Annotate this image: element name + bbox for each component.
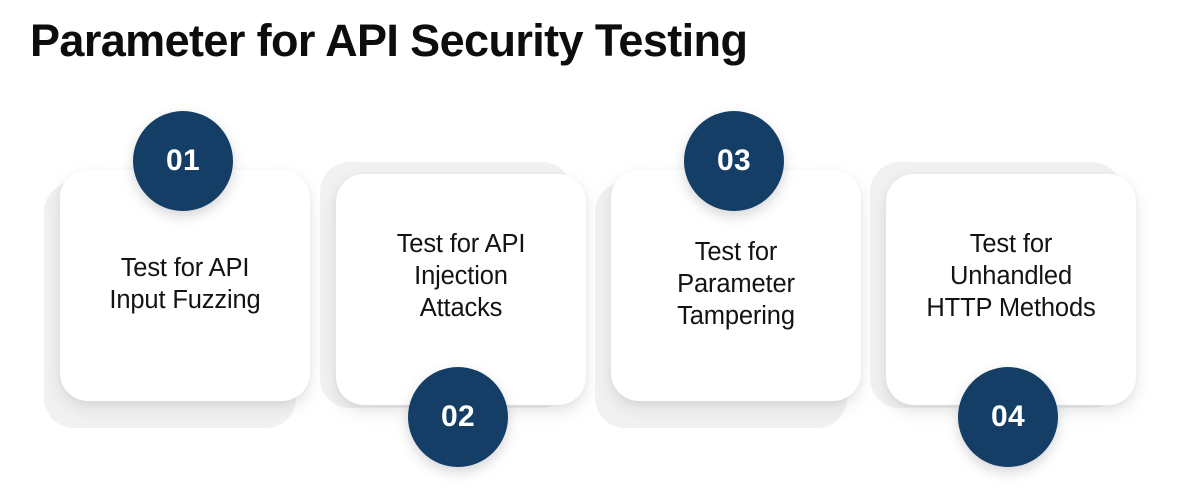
step-number-badge[interactable]: 03	[684, 111, 784, 211]
step-label: Test for Parameter Tampering	[677, 237, 795, 330]
step-number-badge[interactable]: 02	[408, 367, 508, 467]
card-face[interactable]: Test for API Injection Attacks	[336, 174, 586, 405]
card-face[interactable]: Test for Unhandled HTTP Methods	[886, 174, 1136, 405]
step-label: Test for Unhandled HTTP Methods	[926, 229, 1096, 322]
step-label: Test for API Injection Attacks	[396, 229, 526, 322]
step-card-04[interactable]: Test for Unhandled HTTP Methods 04	[870, 162, 1146, 467]
step-card-01[interactable]: Test for API Input Fuzzing 01	[44, 111, 320, 442]
step-label: Test for API Input Fuzzing	[109, 253, 261, 314]
step-number-badge[interactable]: 01	[133, 111, 233, 211]
step-number-badge[interactable]: 04	[958, 367, 1058, 467]
step-card-02[interactable]: Test for API Injection Attacks 02	[320, 162, 596, 467]
step-card-03[interactable]: Test for Parameter Tampering 03	[595, 111, 871, 442]
page-title: Parameter for API Security Testing	[30, 15, 748, 66]
